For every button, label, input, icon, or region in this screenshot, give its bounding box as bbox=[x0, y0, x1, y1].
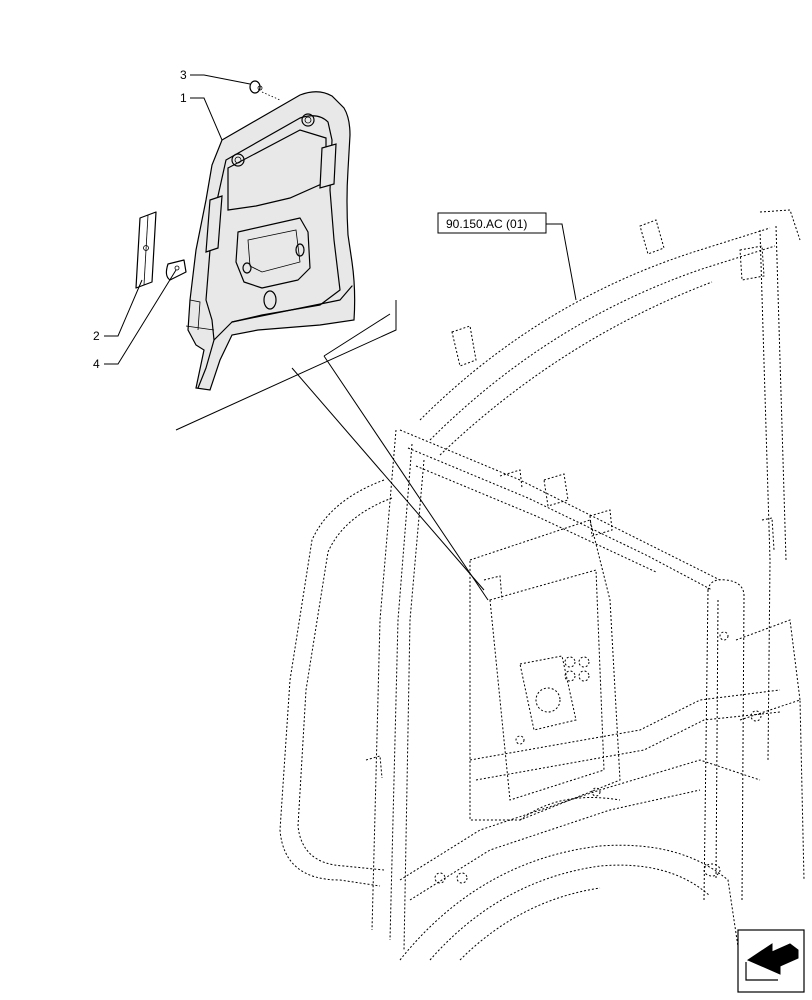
reference-label: 90.150.AC (01) bbox=[446, 217, 527, 231]
callout-4: 4 bbox=[93, 357, 100, 371]
fastener-part bbox=[249, 80, 281, 101]
callout-leaders bbox=[104, 74, 577, 365]
detail-reference-lines bbox=[175, 300, 489, 601]
arrow-return-icon[interactable] bbox=[737, 929, 805, 993]
cab-frame bbox=[279, 209, 805, 961]
rear-trim-panel bbox=[185, 91, 356, 391]
clip-part bbox=[165, 259, 187, 281]
callout-3: 3 bbox=[180, 68, 187, 82]
reference-box[interactable]: 90.150.AC (01) bbox=[437, 212, 547, 234]
callout-2: 2 bbox=[93, 329, 100, 343]
callout-1: 1 bbox=[180, 91, 187, 105]
bracket-plate bbox=[135, 211, 157, 289]
